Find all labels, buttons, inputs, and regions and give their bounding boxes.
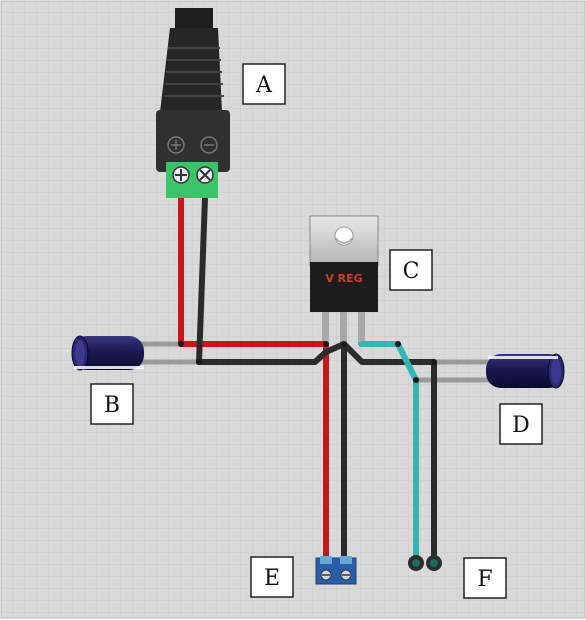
callout-f: F — [463, 557, 507, 599]
callout-d: D — [499, 403, 543, 445]
svg-text:D: D — [512, 413, 530, 438]
svg-text:A: A — [255, 73, 273, 98]
callout-c: C — [389, 249, 433, 291]
svg-text:F: F — [477, 567, 492, 592]
terminal-block-e — [315, 556, 357, 585]
svg-text:C: C — [403, 259, 420, 284]
svg-text:E: E — [264, 566, 280, 591]
voltage-regulator: V REG — [309, 215, 379, 342]
capacitor-b-leads — [140, 341, 200, 365]
capacitor-b — [71, 335, 144, 371]
minus-icon — [200, 136, 218, 154]
wire-junctions — [178, 341, 437, 383]
plus-icon — [167, 136, 185, 154]
wire-black-input — [196, 197, 437, 560]
output-pins-f — [408, 555, 442, 571]
capacitor-d — [486, 353, 565, 389]
callout-a: A — [242, 63, 286, 105]
svg-text:B: B — [104, 393, 120, 418]
callout-e: E — [250, 556, 294, 598]
callout-b: B — [90, 383, 134, 425]
wire-red — [178, 198, 329, 560]
regulator-marking: V REG — [325, 272, 362, 285]
dc-barrel-jack — [156, 8, 230, 198]
